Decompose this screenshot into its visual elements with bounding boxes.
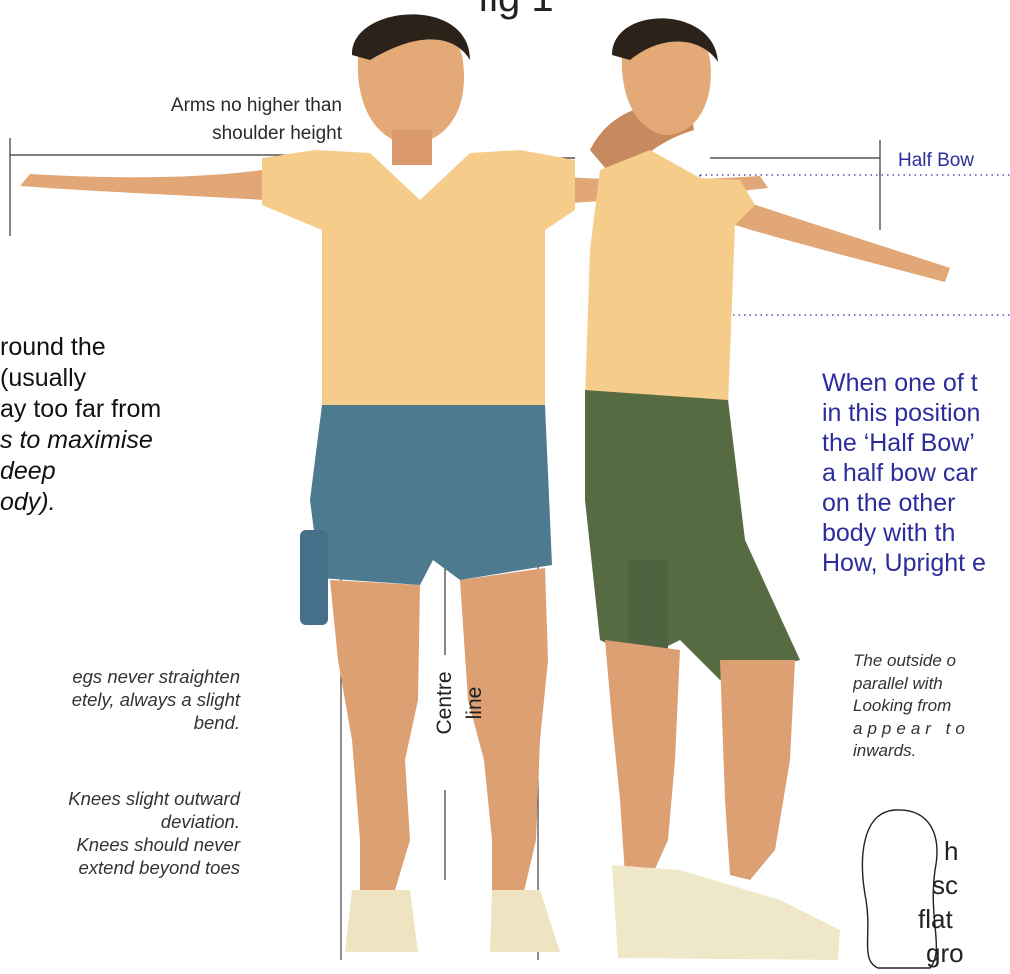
right-text-line-4: a half bow car (822, 458, 1010, 488)
left-text-line-1: round the (0, 332, 232, 363)
right-body-text: When one of t in this position the ‘Half… (822, 368, 1010, 578)
outside-note-line-1: The outside o (853, 650, 1010, 673)
outside-note-line-5: inwards. (853, 740, 1010, 763)
foot-body-text: h sc flat gro (900, 834, 1010, 970)
right-text-line-5: on the other (822, 488, 1010, 518)
left-text-line-4: s to maximise (0, 425, 232, 456)
arms-height-annotation: Arms no higher than shoulder height (100, 92, 342, 148)
left-text-line-5: deep (0, 456, 232, 487)
foot-text-line-1: h (900, 834, 1010, 868)
foot-text-line-3: flat (900, 902, 1010, 936)
outside-note-line-3: Looking from (853, 695, 1010, 718)
outside-note-line-4: appear to (853, 718, 1010, 741)
legs-note-line-2: etely, always a slight (0, 688, 240, 711)
right-text-line-2: in this position (822, 398, 1010, 428)
knees-note-line-2: deviation. (0, 810, 240, 833)
outside-note-line-2: parallel with (853, 673, 1010, 696)
figure-title: fig 1 (478, 0, 554, 18)
right-text-line-7: How, Upright e (822, 548, 1010, 578)
left-text-line-2: (usually (0, 363, 232, 394)
knees-annotation: Knees slight outward deviation. Knees sh… (0, 787, 240, 879)
left-text-line-3: ay too far from (0, 394, 232, 425)
outside-annotation: The outside o parallel with Looking from… (853, 650, 1010, 763)
half-bow-label: Half Bow (898, 150, 974, 172)
right-text-line-6: body with th (822, 518, 1010, 548)
legs-note-line-3: bend. (0, 711, 240, 734)
knees-note-line-1: Knees slight outward (0, 787, 240, 810)
legs-note-line-1: egs never straighten (0, 665, 240, 688)
arms-note-line-1: Arms no higher than (100, 92, 342, 120)
legs-annotation: egs never straighten etely, always a sli… (0, 665, 240, 734)
foot-text-line-4: gro (900, 936, 1010, 970)
arms-note-line-2: shoulder height (100, 120, 342, 148)
knees-note-line-4: extend beyond toes (0, 856, 240, 879)
foot-text-line-2: sc (900, 868, 1010, 902)
knees-note-line-3: Knees should never (0, 833, 240, 856)
left-body-text: round the (usually ay too far from s to … (0, 332, 232, 518)
left-text-line-6: ody). (0, 487, 232, 518)
right-text-line-1: When one of t (822, 368, 1010, 398)
centre-line-label: Centre line (430, 663, 460, 743)
right-text-line-3: the ‘Half Bow’ (822, 428, 1010, 458)
